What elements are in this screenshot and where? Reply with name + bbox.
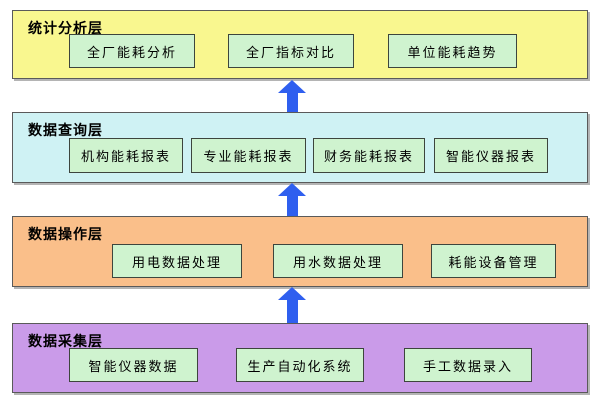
up-arrow-head-icon — [278, 80, 306, 93]
node-org-energy-report: 机构能耗报表 — [69, 138, 183, 173]
up-arrow-head-icon — [278, 183, 306, 196]
up-arrow-icon — [278, 287, 306, 323]
up-arrow-icon — [278, 80, 306, 112]
up-arrow-stem — [286, 196, 298, 216]
node-finance-energy-report: 财务能耗报表 — [313, 138, 425, 173]
layer-statistics-analysis: 统计分析层 全厂能耗分析 全厂指标对比 单位能耗趋势 — [12, 10, 588, 79]
node-energy-device-management: 耗能设备管理 — [431, 244, 556, 278]
node-smart-meter-report: 智能仪器报表 — [434, 138, 548, 173]
up-arrow-head-icon — [278, 287, 306, 300]
layer-data-query-title: 数据查询层 — [28, 123, 103, 139]
node-specialty-energy-report: 专业能耗报表 — [191, 138, 306, 173]
layer-data-operation-title: 数据操作层 — [28, 227, 103, 243]
node-plant-energy-analysis: 全厂能耗分析 — [69, 34, 195, 68]
node-plant-index-compare: 全厂指标对比 — [228, 34, 354, 68]
layer-data-operation: 数据操作层 用电数据处理 用水数据处理 耗能设备管理 — [12, 216, 588, 287]
layer-statistics-analysis-title: 统计分析层 — [28, 21, 103, 37]
layer-data-collection-title: 数据采集层 — [28, 334, 103, 350]
node-smart-meter-data: 智能仪器数据 — [69, 348, 198, 382]
up-arrow-icon — [278, 183, 306, 216]
node-water-data-processing: 用水数据处理 — [273, 244, 403, 278]
node-electric-data-processing: 用电数据处理 — [112, 244, 242, 278]
node-production-automation-system: 生产自动化系统 — [236, 348, 364, 382]
node-manual-data-entry: 手工数据录入 — [404, 348, 532, 382]
layer-data-collection: 数据采集层 智能仪器数据 生产自动化系统 手工数据录入 — [12, 323, 588, 393]
up-arrow-stem — [286, 93, 298, 112]
up-arrow-stem — [286, 300, 298, 323]
layer-data-query: 数据查询层 机构能耗报表 专业能耗报表 财务能耗报表 智能仪器报表 — [12, 112, 588, 183]
node-unit-energy-trend: 单位能耗趋势 — [388, 34, 517, 68]
